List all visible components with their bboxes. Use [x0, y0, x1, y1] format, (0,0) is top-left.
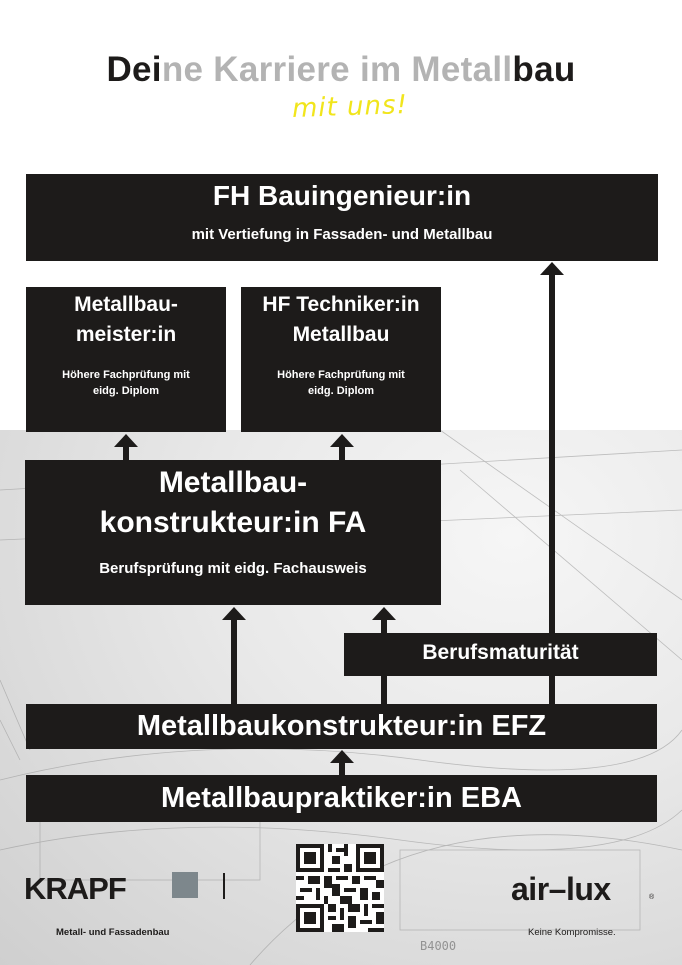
- fh-subtitle: mit Vertiefung in Fassaden- und Metallba…: [191, 226, 493, 243]
- arrow-efz-to-fa-left-line: [231, 619, 237, 704]
- airlux-logo: air–lux: [511, 871, 611, 907]
- box-fh-bauingenieur: FH Bauingenieur:in mit Vertiefung in Fas…: [26, 174, 658, 261]
- krapf-tagline: Metall- und Fassadenbau: [56, 927, 170, 938]
- hf-subtitle-line1: Höhere Fachprüfung mit: [277, 369, 405, 381]
- box-konstrukteur-efz: Metallbaukonstrukteur:in EFZ: [26, 704, 657, 749]
- arrow-fa-to-meister-line: [123, 446, 129, 460]
- arrow-fa-to-hf-line: [339, 446, 345, 460]
- meister-title-line1: Metallbau-: [74, 293, 178, 316]
- arrow-efz-to-fh-head: [540, 262, 564, 275]
- hf-title-line2: Metallbau: [292, 323, 390, 346]
- bms-title: Berufsmaturität: [422, 641, 579, 664]
- arrow-efz-to-fh-tail: [549, 676, 555, 704]
- box-praktiker-eba: Metallbaupraktiker:in EBA: [26, 775, 657, 822]
- box-berufsmaturitaet: Berufsmaturität: [344, 633, 657, 676]
- meister-subtitle-line1: Höhere Fachprüfung mit: [62, 369, 190, 381]
- efz-title: Metallbaukonstrukteur:in EFZ: [136, 710, 547, 742]
- qr-code-graphic: [296, 844, 384, 932]
- krapf-logo: KRAPF: [24, 871, 127, 906]
- title-part-dark-1: Dei: [106, 50, 162, 89]
- airlux-registered-mark: ®: [649, 894, 655, 901]
- arrow-bms-to-fa-line: [381, 619, 387, 633]
- meister-subtitle-line2: eidg. Diplom: [93, 385, 159, 397]
- fa-title-line2: konstrukteur:in FA: [99, 506, 367, 539]
- page-title: Deine Karriere im Metallbau: [0, 50, 682, 90]
- arrow-efz-to-fh-line: [549, 274, 555, 633]
- krapf-divider: [223, 873, 225, 899]
- arrow-eba-to-efz-head: [330, 750, 354, 763]
- box-hf-techniker: HF Techniker:in Metallbau Höhere Fachprü…: [241, 287, 441, 432]
- airlux-tagline: Keine Kompromisse.: [528, 927, 616, 938]
- title-part-dark-2: bau: [512, 50, 576, 89]
- fh-title: FH Bauingenieur:in: [212, 180, 472, 211]
- hf-title-line1: HF Techniker:in: [262, 293, 420, 316]
- arrow-efz-to-bms-line: [381, 676, 387, 704]
- fa-subtitle: Berufsprüfung mit eidg. Fachausweis: [99, 560, 367, 577]
- krapf-logo-square: [172, 872, 198, 898]
- meister-title-line2: meister:in: [75, 323, 177, 346]
- box-metallbaumeister: Metallbau- meister:in Höhere Fachprüfung…: [26, 287, 226, 432]
- box-konstrukteur-fa: Metallbau- konstrukteur:in FA Berufsprüf…: [25, 460, 441, 605]
- title-part-grey: ne Karriere im Metall: [161, 50, 513, 89]
- arrow-fa-to-meister-head: [114, 434, 138, 447]
- arrow-efz-to-fa-left-head: [222, 607, 246, 620]
- eba-title: Metallbaupraktiker:in EBA: [161, 782, 522, 814]
- arrow-eba-to-efz-line: [339, 762, 345, 775]
- svg-text:B4000: B4000: [420, 939, 456, 953]
- page-subtitle: mit uns!: [291, 89, 409, 125]
- hf-subtitle-line2: eidg. Diplom: [308, 385, 374, 397]
- arrow-fa-to-hf-head: [330, 434, 354, 447]
- qr-code-icon: [296, 844, 384, 932]
- fa-title-line1: Metallbau-: [158, 466, 308, 499]
- arrow-bms-to-fa-head: [372, 607, 396, 620]
